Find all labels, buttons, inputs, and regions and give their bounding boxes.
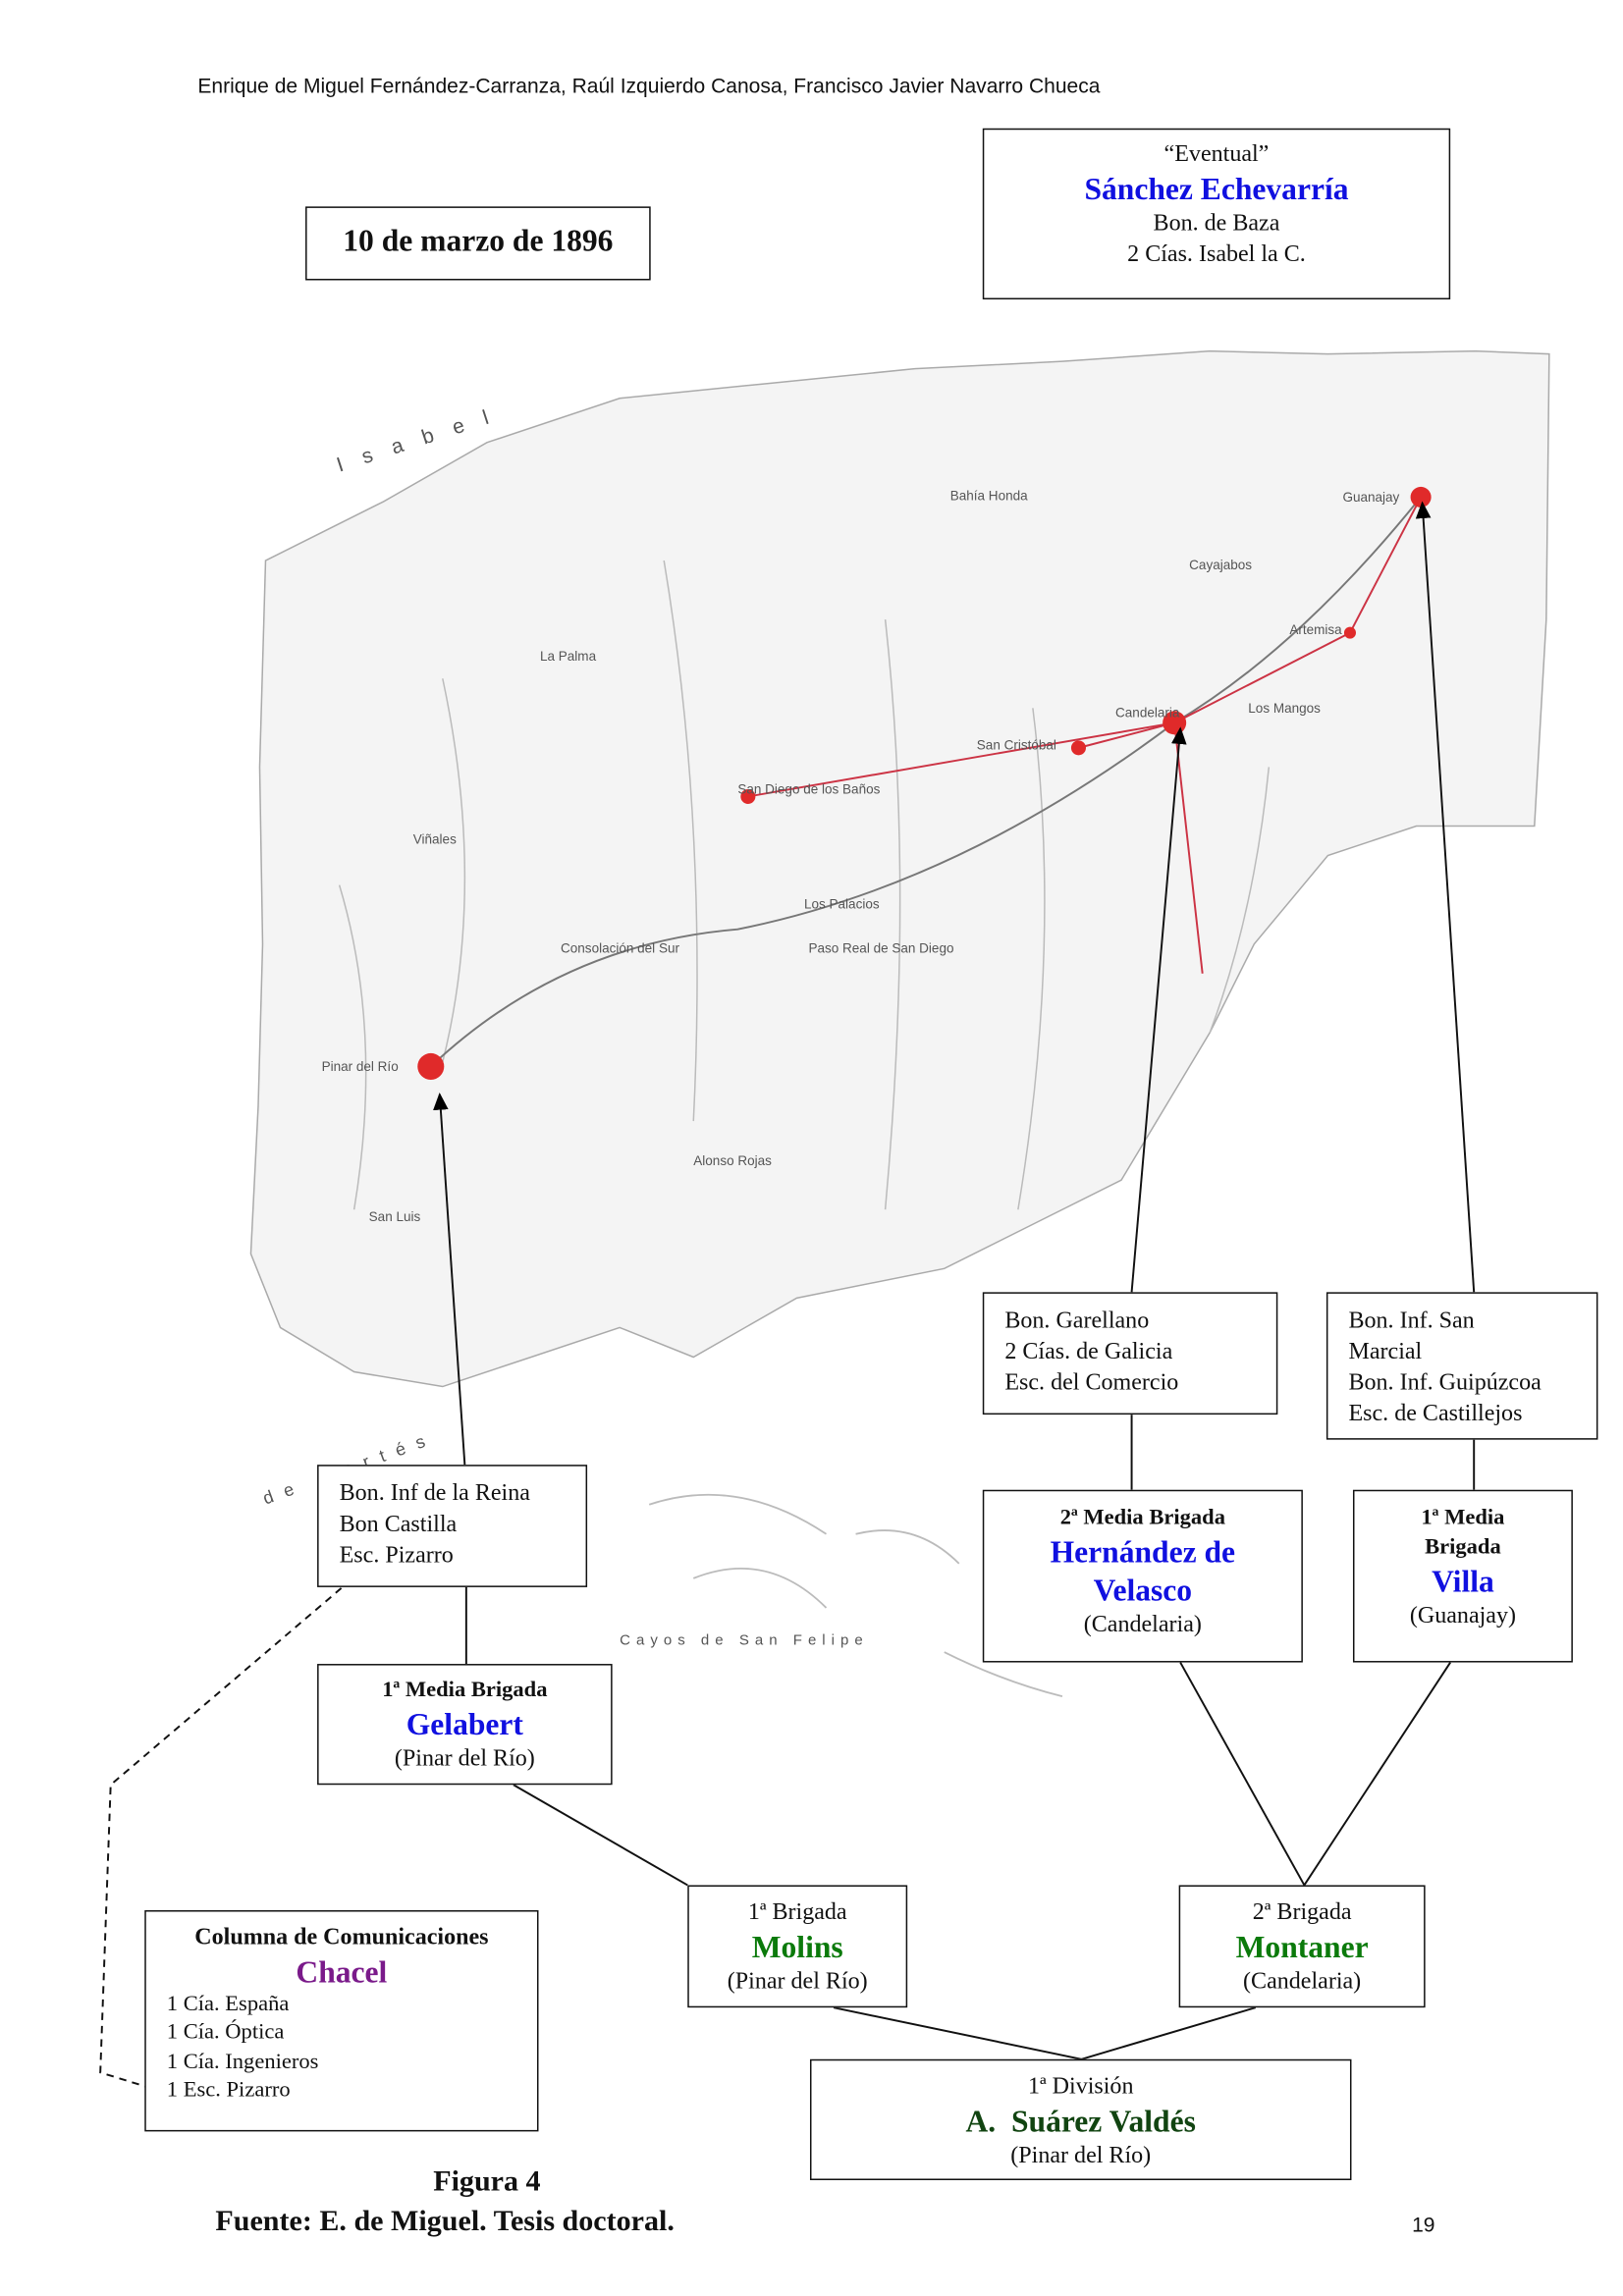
svg-text:Paso Real de San Diego: Paso Real de San Diego (808, 941, 953, 956)
svg-text:La Palma: La Palma (540, 649, 597, 664)
molins-box: 1ª Brigada Molins (Pinar del Río) (687, 1885, 908, 2008)
unit-line: Bon. Inf. Guipúzcoa (1348, 1370, 1542, 1396)
unit-title: 1ª Brigada (747, 1899, 847, 1926)
arrow-to-guanajay (1415, 501, 1476, 1293)
garellano-box: Bon. Garellano 2 Cías. de Galicia Esc. d… (982, 1292, 1278, 1415)
unit-place: (Guanajay) (1409, 1603, 1517, 1629)
unit-place: (Candelaria) (1243, 1969, 1362, 1995)
svg-text:San Cristóbal: San Cristóbal (977, 737, 1056, 752)
svg-text:San Luis: San Luis (369, 1209, 421, 1224)
figure-source: Fuente: E. de Miguel. Tesis doctoral. (215, 2205, 675, 2238)
division-box: 1ª División A. Suárez Valdés (Pinar del … (809, 2058, 1352, 2180)
svg-text:Los Palacios: Los Palacios (804, 897, 880, 912)
commander-name: Sánchez Echevarría (1084, 171, 1349, 207)
svg-text:Consolación del Sur: Consolación del Sur (561, 941, 679, 956)
unit-line: Bon. Inf de la Reina (339, 1480, 530, 1507)
date-box: 10 de marzo de 1896 (305, 206, 651, 281)
unit-line: 1 Esc. Pizarro (166, 2078, 291, 2103)
unit-line: 2 Cías. Isabel la C. (1127, 241, 1306, 267)
svg-text:Guanajay: Guanajay (1342, 490, 1399, 505)
unit-line: 1 Cía. Ingenieros (166, 2050, 319, 2074)
header-authors: Enrique de Miguel Fernández-Carranza, Ra… (197, 74, 1101, 98)
unit-place: (Candelaria) (1083, 1612, 1202, 1637)
svg-text:Los Mangos: Los Mangos (1248, 701, 1321, 716)
unit-line: 1 Cía. Óptica (166, 2020, 285, 2045)
svg-text:Bahía Honda: Bahía Honda (950, 488, 1028, 503)
unit-line: 1 Cía. España (166, 1992, 290, 2016)
islands (648, 1493, 1063, 1697)
unit-line: Esc. de Castillejos (1348, 1401, 1523, 1427)
montaner-box: 2ª Brigada Montaner (Candelaria) (1178, 1885, 1426, 2008)
commander-name: Chacel (296, 1953, 388, 1990)
unit-place: (Pinar del Río) (394, 1746, 535, 1772)
marker-san-cristobal (1070, 740, 1086, 756)
commander-name: Villa (1432, 1563, 1494, 1599)
unit-line: Bon. de Baza (1153, 210, 1280, 237)
svg-text:Cayos de San Felipe: Cayos de San Felipe (620, 1632, 869, 1649)
unit-place: (Pinar del Río) (727, 1969, 868, 1995)
svg-text:Alonso Rojas: Alonso Rojas (693, 1153, 772, 1168)
unit-line: Bon. Inf. San (1348, 1308, 1475, 1334)
figure-caption: Figura 4 (433, 2164, 541, 2199)
villa-box: 1ª Media Brigada Villa (Guanajay) (1352, 1489, 1573, 1663)
unit-line: Esc. Pizarro (339, 1542, 454, 1569)
unit-line: 2 Cías. de Galicia (1004, 1339, 1173, 1364)
reina-box: Bon. Inf de la Reina Bon Castilla Esc. P… (317, 1465, 588, 1587)
svg-text:Pinar del Río: Pinar del Río (322, 1059, 399, 1074)
svg-text:Viñales: Viñales (413, 832, 457, 847)
eventual-box: “Eventual” Sánchez Echevarría Bon. de Ba… (982, 128, 1451, 300)
hernandez-box: 2ª Media Brigada Hernández de Velasco (C… (982, 1489, 1303, 1663)
unit-title: Brigada (1425, 1535, 1501, 1560)
commander-name: Gelabert (406, 1706, 523, 1742)
unit-line: Bon. Garellano (1004, 1308, 1150, 1334)
svg-text:Cayajabos: Cayajabos (1189, 558, 1252, 572)
unit-line: Bon Castilla (339, 1512, 458, 1537)
unit-line: Esc. del Comercio (1004, 1370, 1179, 1396)
commander-name: Molins (751, 1929, 843, 1965)
unit-title: 1ª División (1027, 2073, 1134, 2100)
unit-title: 1ª Media Brigada (382, 1679, 548, 1703)
chacel-box: Columna de Comunicaciones Chacel 1 Cía. … (144, 1909, 539, 2132)
marker-pinar-del-rio (417, 1052, 445, 1080)
marker-artemisa (1343, 626, 1356, 639)
marker-san-diego (740, 788, 756, 804)
commander-name: A. Suárez Valdés (965, 2103, 1196, 2139)
dashed-link-pizarro (99, 1570, 362, 2093)
route-lines (747, 496, 1422, 974)
svg-text:Candelaria: Candelaria (1115, 705, 1180, 720)
unit-title: 2ª Brigada (1252, 1899, 1352, 1926)
rivers (338, 560, 1271, 1210)
svg-text:Artemisa: Artemisa (1289, 622, 1342, 637)
arrow-to-pinar (433, 1093, 466, 1466)
unit-place: (Pinar del Río) (1010, 2143, 1152, 2168)
commander-name: Hernández de (1050, 1533, 1236, 1570)
gelabert-box: 1ª Media Brigada Gelabert (Pinar del Río… (317, 1664, 613, 1786)
commander-name: Velasco (1093, 1572, 1193, 1608)
san-marcial-box: Bon. Inf. San Marcial Bon. Inf. Guipúzco… (1325, 1292, 1598, 1440)
commander-name: Montaner (1235, 1929, 1369, 1965)
marker-guanajay (1410, 486, 1432, 507)
unit-line: Marcial (1348, 1339, 1423, 1364)
arrow-to-candelaria (1130, 726, 1187, 1293)
unit-title: Columna de Comunicaciones (194, 1925, 489, 1950)
connector-lines (99, 501, 1476, 2093)
svg-text:San Diego de los Baños: San Diego de los Baños (737, 781, 880, 796)
unit-title: 1ª Media (1421, 1506, 1505, 1530)
eventual-label: “Eventual” (1163, 141, 1270, 167)
railway (430, 496, 1422, 1068)
page-number: 19 (1412, 2213, 1435, 2237)
unit-title: 2ª Media Brigada (1059, 1506, 1225, 1530)
